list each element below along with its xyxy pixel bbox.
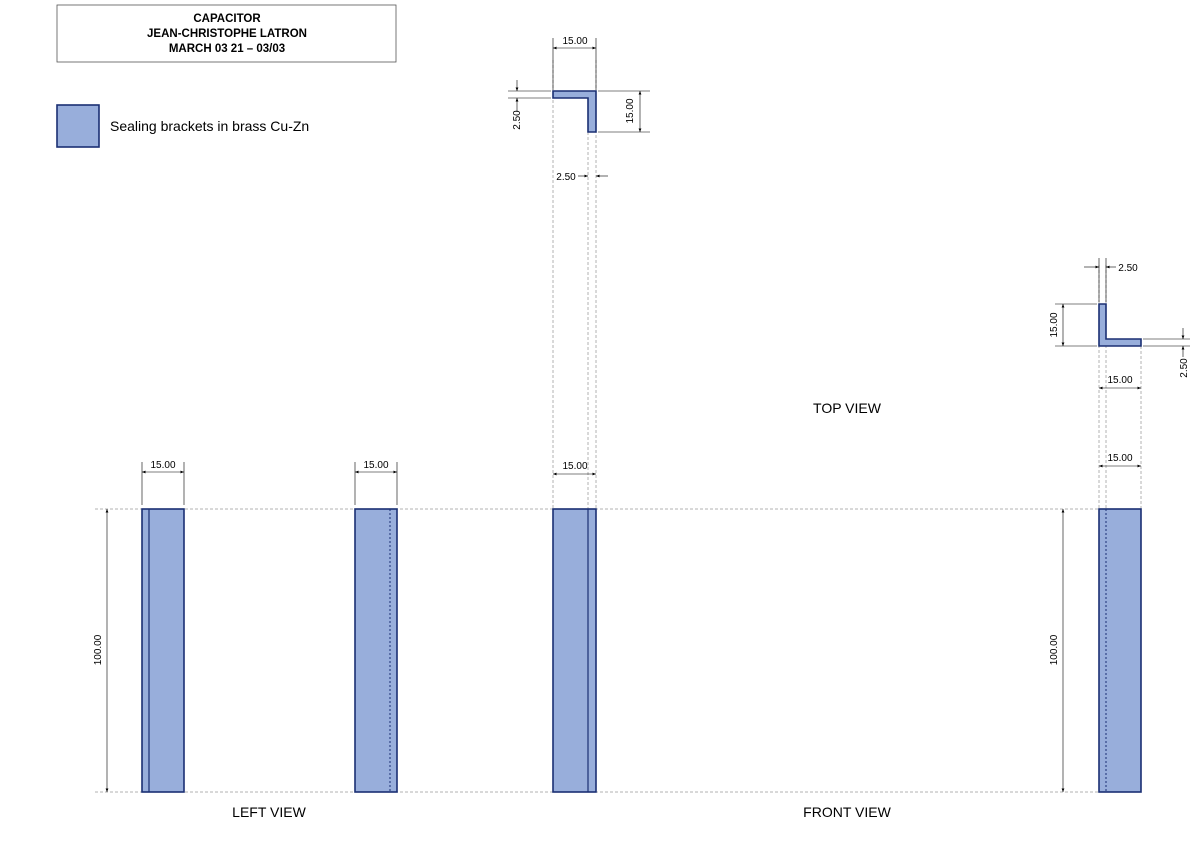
svg-text:100.00: 100.00 — [1049, 634, 1060, 665]
front-view-part-b — [1098, 508, 1142, 793]
dim-width-front-b: 15.00 — [1099, 453, 1141, 468]
dim-width-front-a: 15.00 — [553, 461, 596, 476]
left-view-part-a — [141, 508, 185, 793]
dim-height-top-a: 15.00 — [598, 90, 650, 133]
svg-text:15.00: 15.00 — [150, 460, 175, 471]
dim-thickness-top-a-vertical: 2.50 — [508, 80, 551, 130]
top-view-profile-a — [552, 90, 597, 133]
title-block: CAPACITOR JEAN-CHRISTOPHE LATRON MARCH 0… — [56, 4, 397, 63]
svg-text:15.00: 15.00 — [625, 98, 636, 123]
svg-text:2.50: 2.50 — [512, 110, 523, 130]
svg-text:2.50: 2.50 — [1179, 358, 1190, 378]
top-view-label: TOP VIEW — [813, 400, 882, 416]
svg-text:15.00: 15.00 — [562, 36, 587, 47]
svg-text:100.00: 100.00 — [93, 634, 104, 665]
dim-thickness-top-b-horizontal: 2.50 — [1084, 258, 1138, 302]
left-view-label: LEFT VIEW — [232, 804, 306, 820]
svg-text:15.00: 15.00 — [1107, 453, 1132, 464]
legend-label: Sealing brackets in brass Cu-Zn — [110, 118, 309, 134]
svg-text:15.00: 15.00 — [1107, 375, 1132, 386]
title-line-1: CAPACITOR — [193, 13, 261, 25]
svg-text:15.00: 15.00 — [1049, 312, 1060, 337]
top-view-profile-b — [1098, 303, 1142, 347]
left-view-part-b — [354, 508, 398, 793]
title-line-2: JEAN-CHRISTOPHE LATRON — [147, 28, 307, 40]
legend-swatch — [56, 104, 100, 148]
dim-thickness-top-b-vertical: 2.50 — [1143, 328, 1190, 378]
svg-text:15.00: 15.00 — [363, 460, 388, 471]
front-view-part-a — [552, 508, 597, 793]
title-line-3: MARCH 03 21 – 03/03 — [169, 43, 285, 55]
front-view-label: FRONT VIEW — [803, 804, 891, 820]
dim-width-top-b: 15.00 — [1099, 375, 1141, 390]
svg-text:15.00: 15.00 — [562, 461, 587, 472]
svg-text:2.50: 2.50 — [556, 172, 576, 183]
dim-height-left: 100.00 — [93, 509, 109, 792]
dim-width-left-b: 15.00 — [354, 460, 398, 505]
svg-text:2.50: 2.50 — [1118, 263, 1138, 274]
legend: Sealing brackets in brass Cu-Zn — [56, 104, 309, 148]
dim-width-top-a: 15.00 — [552, 36, 597, 90]
dim-width-left-a: 15.00 — [141, 460, 185, 505]
dim-height-front: 100.00 — [1049, 509, 1065, 792]
extension-lines — [95, 60, 1142, 793]
dim-height-top-b: 15.00 — [1049, 303, 1097, 347]
dim-thickness-top-a-horizontal: 2.50 — [556, 172, 608, 183]
